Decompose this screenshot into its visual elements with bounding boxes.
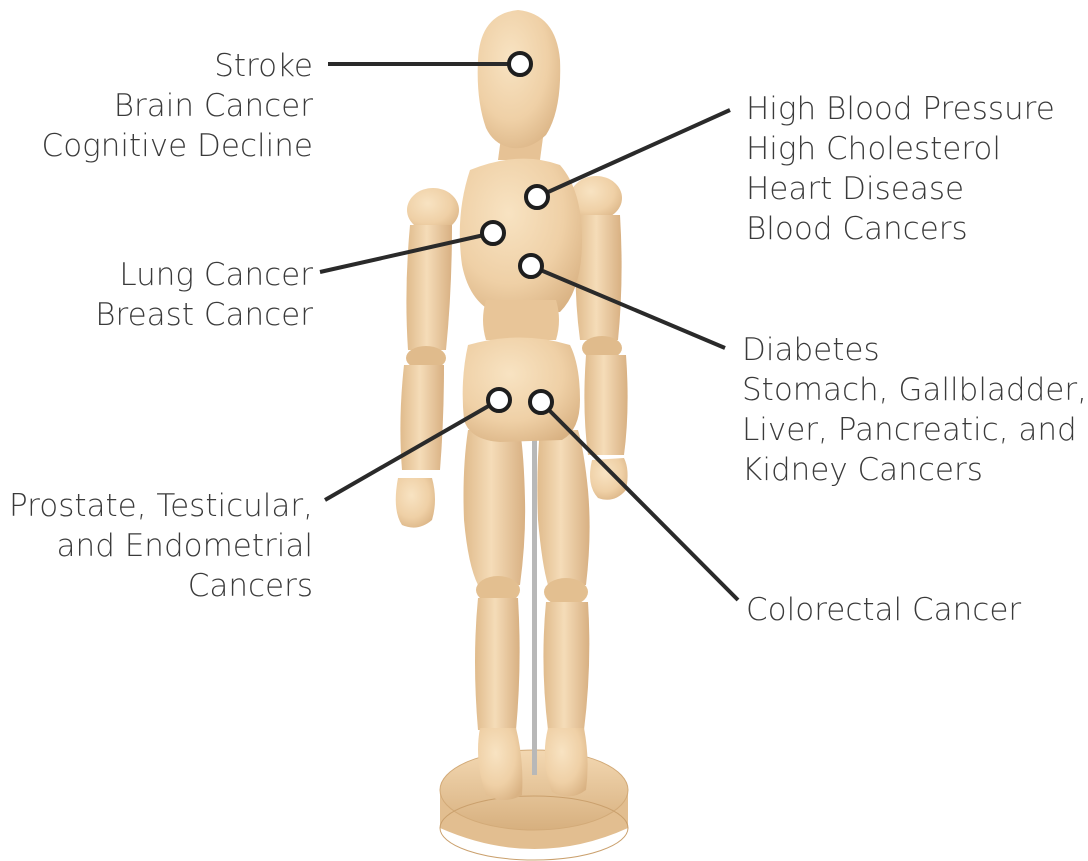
label-line: Breast Cancer xyxy=(95,295,313,335)
label-line: Diabetes xyxy=(742,330,1087,370)
marker-heart xyxy=(526,186,548,208)
mannequin-head xyxy=(478,10,561,148)
label-pelvis-conditions: Prostate, Testicular, and Endometrial Ca… xyxy=(9,486,313,606)
label-line: Heart Disease xyxy=(746,169,1055,209)
label-line: Liver, Pancreatic, and xyxy=(742,410,1087,450)
label-abdomen-conditions: Diabetes Stomach, Gallbladder, Liver, Pa… xyxy=(742,330,1087,490)
marker-colon xyxy=(530,391,552,413)
label-line: Brain Cancer xyxy=(42,86,313,126)
label-line: Cognitive Decline xyxy=(42,126,313,166)
label-colon-conditions: Colorectal Cancer xyxy=(746,590,1021,630)
marker-lungs xyxy=(482,222,504,244)
label-line: Colorectal Cancer xyxy=(746,590,1021,630)
marker-head xyxy=(509,53,531,75)
label-line: and Endometrial xyxy=(9,526,313,566)
label-line: Lung Cancer xyxy=(95,255,313,295)
label-line: Stroke xyxy=(42,46,313,86)
marker-pelvis xyxy=(488,389,510,411)
label-line: High Blood Pressure xyxy=(746,89,1055,129)
support-rod xyxy=(532,430,537,775)
label-line: Cancers xyxy=(9,566,313,606)
label-lung-conditions: Lung Cancer Breast Cancer xyxy=(95,255,313,335)
label-line: Prostate, Testicular, xyxy=(9,486,313,526)
mannequin-legs xyxy=(464,430,590,800)
label-line: High Cholesterol xyxy=(746,129,1055,169)
label-heart-conditions: High Blood Pressure High Cholesterol Hea… xyxy=(746,89,1055,249)
mannequin-torso xyxy=(460,130,582,442)
label-line: Blood Cancers xyxy=(746,209,1055,249)
leader-line-heart xyxy=(537,110,730,197)
label-head-conditions: Stroke Brain Cancer Cognitive Decline xyxy=(42,46,313,166)
marker-abdomen xyxy=(520,255,542,277)
label-line: Kidney Cancers xyxy=(742,450,1087,490)
label-line: Stomach, Gallbladder, xyxy=(742,370,1087,410)
